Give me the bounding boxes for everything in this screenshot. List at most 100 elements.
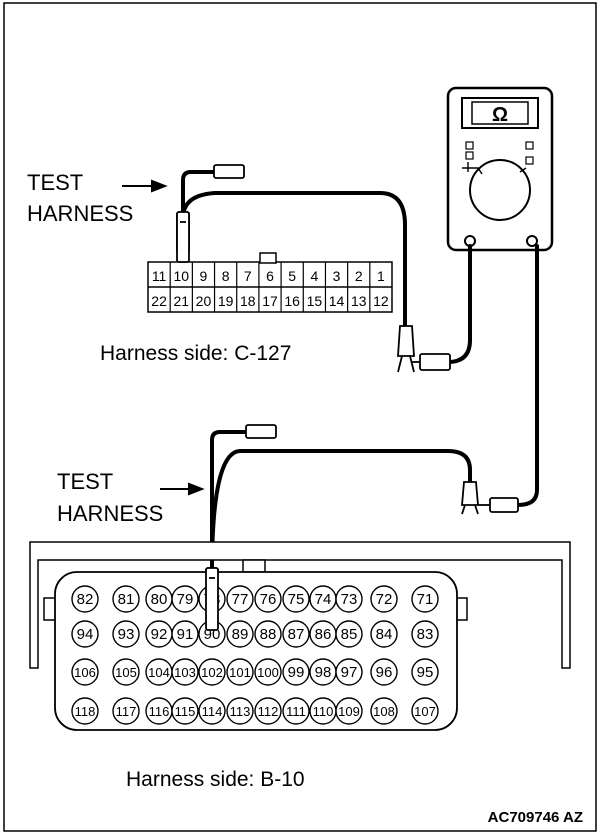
b10-pin-79-circle	[171, 585, 199, 613]
arrow-top-harness	[151, 179, 168, 193]
b10-pin-108: 108	[373, 704, 395, 719]
top-harness-socket	[213, 164, 245, 179]
b10-pin-112: 112	[258, 704, 279, 719]
test-harness-top-label-line2: HARNESS	[27, 201, 133, 226]
ohmmeter-terminal-right[interactable]	[526, 235, 538, 247]
test-harness-bottom-label-line2: HARNESS	[57, 501, 163, 526]
b10-pin-95-circle	[411, 658, 439, 686]
c127-pin-15: 15	[307, 293, 323, 309]
b10-pin-80: 80	[151, 591, 168, 608]
ohmmeter-dial[interactable]	[469, 159, 531, 221]
b10-pin-101: 101	[229, 665, 251, 680]
b10-pin-113: 113	[230, 704, 251, 719]
meter-left-lead	[428, 244, 472, 364]
connector-b10: 8281807978777675747372719493929190898887…	[29, 541, 571, 731]
b10-pin-97-circle	[335, 658, 363, 686]
c127-pin-11: 11	[152, 268, 167, 284]
b10-pin-100: 100	[257, 665, 279, 680]
c127-pin-10: 10	[173, 268, 189, 284]
top-harness-socket-lead	[181, 170, 216, 220]
figure-border	[3, 2, 597, 832]
b10-pin-83: 83	[417, 626, 434, 643]
b10-pin-102: 102	[201, 665, 223, 680]
b10-pin-72-circle	[370, 585, 398, 613]
b10-pin-93: 93	[118, 626, 135, 643]
b10-pin-116: 116	[149, 704, 170, 719]
bottom-harness-probe-front	[205, 567, 219, 631]
b10-pin-91: 91	[177, 626, 194, 643]
c127-pin-2: 2	[355, 268, 363, 284]
b10-pin-99: 99	[288, 664, 305, 681]
b10-pin-112-circle	[254, 697, 282, 725]
b10-pin-82: 82	[77, 591, 94, 608]
b10-pin-71: 71	[417, 591, 434, 608]
c127-pin-5: 5	[288, 268, 296, 284]
b10-pin-117-circle	[112, 697, 140, 725]
b10-pin-89-circle	[226, 620, 254, 648]
b10-pin-73-circle	[335, 585, 363, 613]
b10-pin-98: 98	[315, 664, 332, 681]
bottom-harness-main-wire	[210, 449, 472, 574]
meter-right-plug	[489, 497, 519, 513]
b10-pin-85-circle	[335, 620, 363, 648]
b10-pin-101-circle	[226, 658, 254, 686]
connector-c127-caption: Harness side: C-127	[100, 342, 291, 365]
b10-pin-105-circle	[112, 658, 140, 686]
ohmmeter[interactable]: Ω	[446, 86, 554, 252]
c127-pin-21: 21	[173, 293, 189, 309]
b10-pin-105: 105	[115, 665, 137, 680]
b10-pin-102-circle	[198, 658, 226, 686]
b10-pin-114-circle	[198, 697, 226, 725]
arrow-bottom-harness	[188, 482, 205, 496]
c127-pin-12: 12	[373, 293, 389, 309]
b10-pin-91-circle	[171, 620, 199, 648]
b10-pin-106: 106	[74, 665, 96, 680]
bottom-alligator-clip	[461, 481, 479, 506]
c127-pin-9: 9	[200, 268, 208, 284]
b10-pin-97: 97	[341, 664, 358, 681]
top-harness-main-wire	[181, 191, 407, 328]
b10-pin-75: 75	[288, 591, 305, 608]
c127-pin-22: 22	[151, 293, 167, 309]
c127-pin-3: 3	[333, 268, 341, 284]
c127-pin-1: 1	[377, 268, 385, 284]
b10-pin-115-circle	[171, 697, 199, 725]
b10-pin-106-circle	[71, 658, 99, 686]
b10-pin-99-circle	[282, 658, 310, 686]
b10-pin-88-circle	[254, 620, 282, 648]
b10-pin-93-circle	[112, 620, 140, 648]
test-harness-top-label-line1: TEST	[27, 170, 83, 195]
b10-pin-81-circle	[112, 585, 140, 613]
b10-pin-81: 81	[118, 591, 135, 608]
arrows	[122, 179, 205, 496]
meter-right-lead	[498, 244, 539, 507]
c127-pin-18: 18	[240, 293, 256, 309]
ohm-symbol: Ω	[492, 104, 508, 126]
b10-pin-109: 109	[338, 704, 360, 719]
c127-pin-19: 19	[218, 293, 234, 309]
connector-b10-caption: Harness side: B-10	[126, 768, 305, 791]
top-alligator-clip	[397, 325, 415, 357]
c127-pin-17: 17	[262, 293, 278, 309]
figure-code: AC709746 AZ	[488, 809, 583, 826]
meter-left-plug	[419, 353, 451, 371]
b10-pin-75-circle	[282, 585, 310, 613]
b10-pin-109-circle	[335, 697, 363, 725]
connector-b10-hood	[29, 541, 571, 669]
c127-pin-20: 20	[196, 293, 212, 309]
b10-pin-87: 87	[288, 626, 305, 643]
b10-pin-77-circle	[226, 585, 254, 613]
b10-pin-89: 89	[232, 626, 249, 643]
b10-pin-85: 85	[341, 626, 358, 643]
b10-pin-100-circle	[254, 658, 282, 686]
b10-pin-115: 115	[175, 704, 196, 719]
b10-pin-118-circle	[71, 697, 99, 725]
b10-pin-73: 73	[341, 591, 358, 608]
b10-pin-83-circle	[411, 620, 439, 648]
b10-pin-96: 96	[376, 664, 393, 681]
b10-pin-94-circle	[71, 620, 99, 648]
c127-pin-7: 7	[244, 268, 252, 284]
b10-pin-74: 74	[315, 591, 332, 608]
